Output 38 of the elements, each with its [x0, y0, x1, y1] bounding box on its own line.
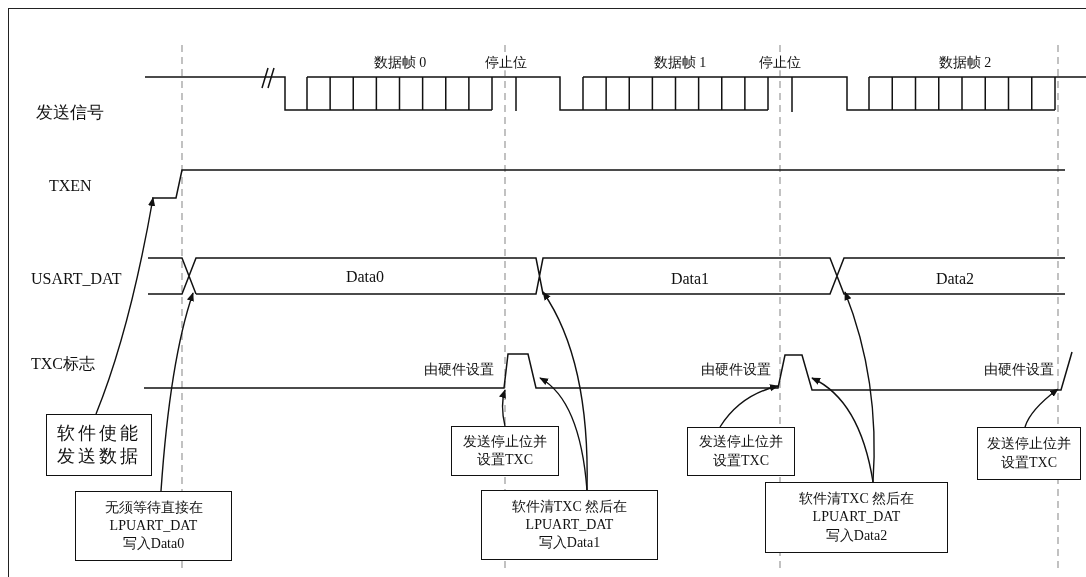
note-box — [687, 427, 795, 476]
leader-arrow — [539, 377, 588, 491]
note-text: 发送停止位并设置TXC — [698, 433, 784, 470]
stop-bit-label: 停止位 — [484, 55, 528, 71]
signal-name: TXEN — [48, 177, 93, 195]
note-box — [451, 426, 559, 476]
leader-arrow — [499, 389, 507, 427]
flag-waveform — [143, 351, 1073, 391]
note-box — [765, 482, 948, 553]
leader-arrow — [95, 197, 156, 415]
leader-arrow — [719, 384, 779, 428]
data-bus-waveform — [147, 257, 1066, 295]
stop-bit-label: 停止位 — [758, 55, 802, 71]
signal-name: USART_DAT — [30, 270, 123, 288]
note-box — [977, 427, 1081, 480]
note-text: 发送停止位并设置TXC — [986, 435, 1072, 472]
note-text: 无须等待直接在 LPUART_DAT 写入Data0 — [103, 498, 204, 554]
leader-arrow — [844, 291, 875, 483]
status-note: 由硬件设置 — [423, 362, 495, 378]
leader-arrow — [811, 377, 874, 483]
note-box — [75, 491, 232, 561]
note-text: 软件使能发送数据 — [57, 421, 141, 468]
status-note: 由硬件设置 — [700, 362, 772, 378]
note-box — [46, 414, 152, 476]
note-box — [481, 490, 658, 560]
frame-label: 数据帧 1 — [652, 55, 708, 71]
enable-waveform — [151, 169, 1066, 199]
note-text: 软件清TXC 然后在 LPUART_DAT 写入Data1 — [510, 497, 629, 553]
leader-arrow — [1024, 388, 1059, 428]
leader-arrow — [160, 292, 194, 492]
note-text: 发送停止位并设置TXC — [462, 432, 548, 469]
signal-name: TXC标志 — [30, 355, 96, 373]
frame-label: 数据帧 2 — [937, 55, 993, 71]
frame-label: 数据帧 0 — [372, 55, 428, 71]
signal-name: 发送信号 — [35, 103, 105, 123]
note-text: 软件清TXC 然后在 LPUART_DAT 写入Data2 — [797, 490, 916, 545]
leader-arrow — [542, 291, 588, 491]
status-note: 由硬件设置 — [983, 362, 1055, 378]
